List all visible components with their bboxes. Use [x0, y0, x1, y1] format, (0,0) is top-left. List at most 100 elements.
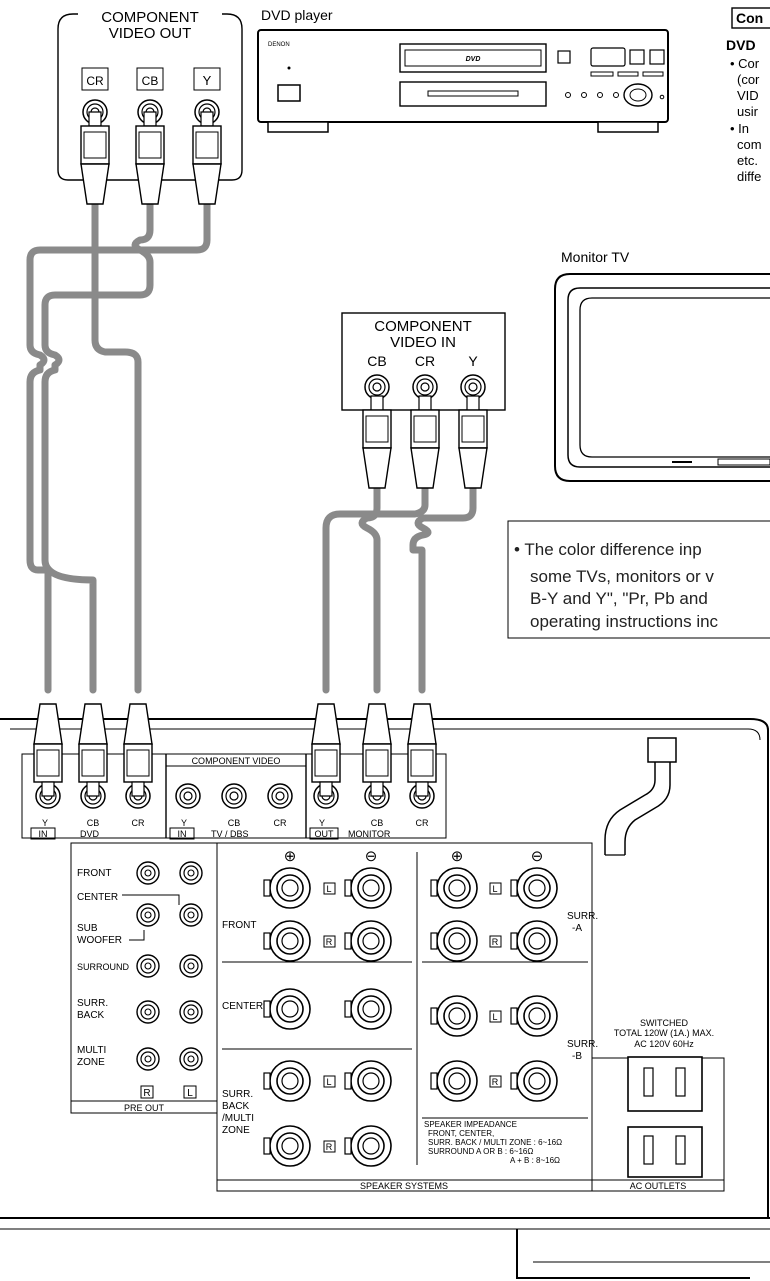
- tv-dbs-io: IN: [178, 829, 187, 839]
- pre-out-center: CENTER: [77, 892, 118, 903]
- pre-out-sub-1: SUB: [77, 923, 98, 934]
- color-difference-note: • The color difference inp some TVs, mon…: [507, 520, 770, 639]
- pre-out-surr-back-1: SURR.: [77, 998, 108, 1009]
- tv-in-jack-cb: [364, 374, 390, 400]
- terminal-plus-symbol: ⊕: [284, 848, 297, 865]
- terminal-plus-symbol: ⊕: [451, 848, 464, 865]
- dvd-in-name: DVD: [80, 829, 100, 839]
- terminal-surr-b-l-plus: [430, 995, 478, 1037]
- pre-out-multi-l: [179, 1047, 203, 1071]
- terminal-front-l-plus: [263, 867, 311, 909]
- dvd-out-jack-label-y: Y: [203, 73, 212, 88]
- speaker-surr-back-label-1: SURR.: [222, 1089, 253, 1100]
- receiver: COMPONENT VIDEO Y CB CR IN DVD Y CB CR I…: [0, 703, 770, 1279]
- terminal-front-r-plus: [263, 920, 311, 962]
- terminal-surr-back-l-minus: [344, 1060, 392, 1102]
- terminal-r-label: R: [326, 1142, 333, 1152]
- tv-in-jack-label-cr: CR: [415, 353, 435, 369]
- side-note-line: • Cor: [730, 56, 760, 71]
- tv-component-in-panel: COMPONENT VIDEO IN CB CR Y: [341, 312, 506, 489]
- monitor-out-io: OUT: [315, 829, 335, 839]
- component-video-block: COMPONENT VIDEO Y CB CR IN DVD Y CB CR I…: [21, 703, 447, 840]
- pre-out-center-jack: [179, 903, 203, 927]
- ac-switched: SWITCHED: [640, 1018, 688, 1028]
- speaker-surr-back-label-3: /MULTI: [222, 1113, 254, 1124]
- dvd-in-plug-cr: [123, 703, 153, 797]
- side-note: Con DVD • Cor (cor VID usir • In com etc…: [726, 7, 770, 184]
- pre-out-sub: [136, 903, 160, 927]
- monitor-out-plug-cr: [407, 703, 437, 797]
- dvd-player-brand: DENON: [268, 42, 290, 48]
- impedance-title: SPEAKER IMPEADANCE: [424, 1120, 517, 1129]
- pre-out-title: PRE OUT: [124, 1103, 165, 1113]
- speaker-surr-b-label-2: -B: [572, 1051, 582, 1062]
- dvd-player: DVD player DENON DVD: [257, 7, 669, 133]
- terminal-minus-symbol: ⊖: [531, 848, 544, 865]
- tv-dbs-label-cr: CR: [274, 818, 287, 828]
- tv-in-title-2: VIDEO IN: [390, 334, 456, 351]
- ac-total: TOTAL 120W (1A.) MAX.: [614, 1028, 714, 1038]
- side-note-line: (cor: [737, 72, 760, 87]
- terminal-surr-a-l-minus: [510, 867, 558, 909]
- dvd-in-label-cb: CB: [87, 818, 100, 828]
- speaker-surr-a-label-2: -A: [572, 923, 582, 934]
- pre-out-multi-r: [136, 1047, 160, 1071]
- dvd-out-jack-label-cb: CB: [142, 74, 159, 88]
- dvd-out-plug-cb: [135, 111, 165, 205]
- dvd-in-label-y: Y: [42, 818, 48, 828]
- color-note-line: operating instructions inc: [530, 612, 719, 631]
- pre-out-multi-2: ZONE: [77, 1057, 105, 1068]
- speaker-center-label: CENTER: [222, 1001, 263, 1012]
- tv-dbs-label-cb: CB: [228, 818, 241, 828]
- pre-out-surround-l: [179, 954, 203, 978]
- cable-cr-tv: [322, 483, 429, 694]
- dvd-in-plug-cb: [78, 703, 108, 797]
- side-note-heading: Con: [736, 10, 763, 26]
- pre-out-surr-back-2: BACK: [77, 1010, 105, 1021]
- speaker-surr-back-label-2: BACK: [222, 1101, 250, 1112]
- dvd-in-plug-y: [33, 703, 63, 797]
- side-note-line: • In: [730, 121, 749, 136]
- speaker-surr-b-label-1: SURR.: [567, 1039, 598, 1050]
- pre-out-surround: SURROUND: [77, 962, 130, 972]
- tv-dbs-label-y: Y: [181, 818, 187, 828]
- monitor-tv-label: Monitor TV: [561, 249, 630, 265]
- pre-out-front-r: [136, 861, 160, 885]
- side-note-line: etc.: [737, 153, 758, 168]
- component-video-title: COMPONENT VIDEO: [192, 756, 281, 766]
- tv-in-jack-y: [460, 374, 486, 400]
- terminal-r-label: R: [492, 937, 499, 947]
- ac-outlet-2: [627, 1126, 703, 1178]
- tv-dbs-jack-cb: [221, 783, 247, 809]
- terminal-l-label: L: [492, 1012, 497, 1022]
- terminal-surr-b-r-plus: [430, 1060, 478, 1102]
- monitor-tv: Monitor TV: [554, 249, 770, 482]
- tv-dbs-jack-y: [175, 783, 201, 809]
- impedance-line-3: SURROUND A OR B : 6~16Ω: [428, 1147, 533, 1156]
- tv-in-plug-y: [458, 395, 488, 489]
- pre-out-front: FRONT: [77, 868, 111, 879]
- dvd-component-out-panel: COMPONENT VIDEO OUT CR CB Y: [57, 9, 243, 205]
- tv-in-jack-cr: [412, 374, 438, 400]
- dvd-out-jack-label-cr: CR: [86, 74, 104, 88]
- tv-dbs-name: TV / DBS: [211, 829, 249, 839]
- monitor-out-plug-y: [311, 703, 341, 797]
- dvd-in-label-cr: CR: [132, 818, 145, 828]
- cable-cr-dvd: [91, 191, 142, 694]
- speaker-surr-back-label-4: ZONE: [222, 1125, 250, 1136]
- terminal-l-label: L: [326, 1077, 331, 1087]
- tv-in-plug-cr: [410, 395, 440, 489]
- tv-in-jack-label-cb: CB: [367, 353, 386, 369]
- impedance-line-1: FRONT, CENTER,: [428, 1129, 494, 1138]
- ac-voltage: AC 120V 60Hz: [634, 1039, 694, 1049]
- tv-in-plug-cb: [362, 395, 392, 489]
- monitor-out-plug-cb: [362, 703, 392, 797]
- pre-out-sub-2: WOOFER: [77, 935, 122, 946]
- dvd-out-title-1: COMPONENT: [101, 9, 199, 26]
- dvd-out-plug-cr: [80, 111, 110, 205]
- terminal-center-minus: [344, 988, 392, 1030]
- impedance-line-4: A + B : 8~16Ω: [510, 1156, 560, 1165]
- speaker-surr-a-label-1: SURR.: [567, 911, 598, 922]
- terminal-surr-back-r-plus: [263, 1125, 311, 1167]
